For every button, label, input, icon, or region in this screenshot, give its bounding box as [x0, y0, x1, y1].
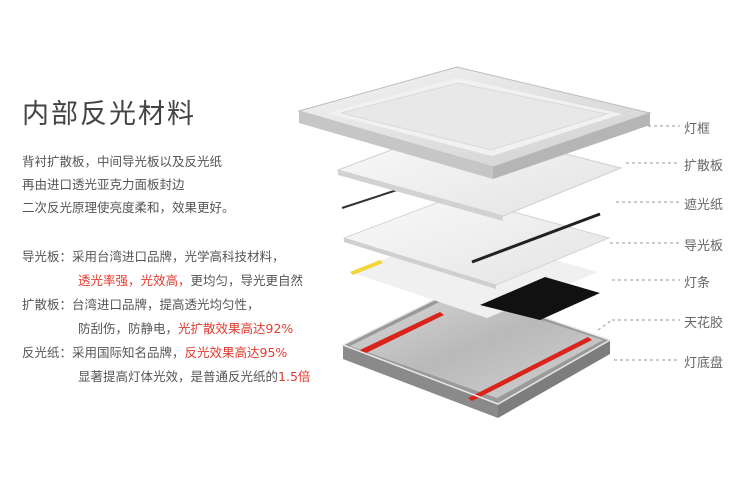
spec-reflector-line2: 显著提高灯体光效，是普通反光纸的1.5倍: [78, 366, 310, 385]
spec-diffuser-line1: 扩散板：台湾进口品牌，提高透光均匀性，: [22, 294, 260, 313]
layer-label-light-strip: 灯条: [684, 276, 711, 291]
spec-light-guide-line1: 导光板：采用台湾进口品牌，光学高科技材料，: [22, 246, 285, 265]
spec-text: 防刮伤，防静电，: [78, 321, 179, 336]
spec-label: 反光纸：: [22, 345, 73, 360]
light-guide-layer: [342, 195, 611, 289]
ceiling-glue-layer: [341, 287, 612, 405]
spec-highlight: 透光率强，光效高，: [78, 273, 191, 288]
intro-text: 背衬扩散板，中间导光板以及反光纸 再由进口透光亚克力面板封边 二次反光原理使亮度…: [22, 150, 235, 219]
page-title: 内部反光材料: [22, 99, 196, 130]
layer-label-frame: 灯框: [684, 122, 711, 137]
spec-text: 更均匀，导光更自然: [190, 273, 304, 288]
spec-highlight: 1.5倍: [278, 369, 311, 384]
layer-label-ceiling-glue: 天花胶: [684, 316, 724, 331]
intro-line: 二次反光原理使亮度柔和，效果更好。: [22, 200, 235, 215]
spec-reflector-line1: 反光纸：采用国际知名品牌，反光效果高达95%: [22, 342, 287, 361]
intro-line: 再由进口透光亚克力面板封边: [22, 177, 185, 192]
intro-line: 背衬扩散板，中间导光板以及反光纸: [22, 154, 223, 169]
spec-highlight: 反光效果高达95%: [184, 345, 288, 360]
layer-label-base-tray: 灯底盘: [684, 356, 724, 371]
layer-label-diffuser: 扩散板: [684, 159, 724, 174]
spec-label: 扩散板：: [22, 297, 73, 312]
spec-text: 显著提高灯体光效，是普通反光纸的: [78, 369, 279, 384]
spec-light-guide-line2: 透光率强，光效高，更均匀，导光更自然: [78, 270, 303, 289]
spec-text: 采用台湾进口品牌，光学高科技材料，: [72, 249, 285, 264]
leader-lines: [597, 125, 680, 361]
spec-highlight: 光扩散效果高达92%: [178, 321, 294, 336]
frame-layer: [297, 66, 652, 179]
layer-label-light-guide: 导光板: [684, 239, 724, 254]
spec-text: 台湾进口品牌，提高透光均匀性，: [72, 297, 260, 312]
base-tray-layer: [343, 288, 610, 418]
spec-diffuser-line2: 防刮伤，防静电，光扩散效果高达92%: [78, 318, 293, 337]
spec-text: 采用国际知名品牌，: [72, 345, 185, 360]
spec-label: 导光板：: [22, 249, 73, 264]
layer-label-shade-paper: 遮光纸: [684, 198, 724, 213]
